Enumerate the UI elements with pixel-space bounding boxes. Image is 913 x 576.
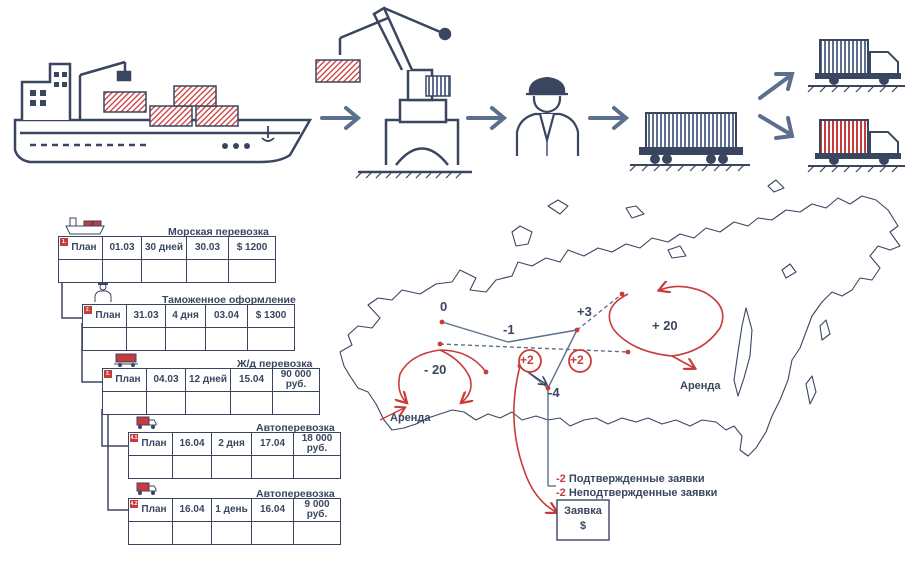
table-title: Таможенное оформление bbox=[162, 294, 296, 306]
port-crane-icon bbox=[338, 6, 472, 179]
node-label-minus20: - 20 bbox=[424, 362, 447, 377]
minus4-pointer bbox=[527, 371, 546, 384]
step-badge: 1. bbox=[60, 238, 68, 246]
legend-text: Неподтвержденные заявки bbox=[568, 487, 718, 499]
request-box-content: Заявка $ bbox=[557, 504, 609, 534]
rent-left-pointer bbox=[379, 408, 404, 421]
plan-table-customs: 2.План 31.03 4 дня 03.04 $ 1300 bbox=[82, 304, 295, 351]
table-cell: 12 дней bbox=[185, 368, 231, 392]
legend: -2 Подтвержденные заявки -2 Неподтвержде… bbox=[556, 472, 717, 500]
table-cell: План bbox=[141, 504, 167, 515]
legend-num: -2 bbox=[556, 473, 566, 485]
ship-containers-icon bbox=[103, 85, 239, 127]
table-title: Ж/д перевозка bbox=[237, 358, 313, 370]
route-network bbox=[439, 293, 629, 487]
table-cell: План bbox=[115, 374, 141, 385]
legend-item: -2 Неподтвержденные заявки bbox=[556, 486, 717, 500]
truck-red-icon bbox=[807, 119, 905, 173]
request-title: Заявка bbox=[564, 505, 602, 517]
table-title: Морская перевозка bbox=[168, 226, 269, 238]
node-label-plus3: +3 bbox=[577, 304, 592, 319]
table-cell: 04.03 bbox=[146, 368, 186, 392]
rent-loop-right bbox=[608, 286, 724, 368]
branch-arrow-icon bbox=[758, 72, 795, 140]
node-label-plus20: + 20 bbox=[652, 318, 678, 333]
russia-map-outline bbox=[339, 179, 901, 457]
cargo-ship-icon bbox=[13, 60, 313, 164]
request-box bbox=[556, 499, 610, 541]
node-label-0: 0 bbox=[440, 299, 448, 314]
step-badge: 4.2 bbox=[130, 500, 138, 508]
node-label-minus4: -4 bbox=[548, 385, 560, 400]
legend-num: -2 bbox=[556, 487, 566, 499]
ship-icon bbox=[65, 217, 105, 235]
table-cell: 4 дня bbox=[165, 304, 206, 328]
node-label-minus1: -1 bbox=[503, 322, 515, 337]
step-badge: 4.1 bbox=[130, 434, 138, 442]
table-cell: 16.04 bbox=[251, 498, 294, 522]
plan-table-sea: 1.План 01.03 30 дней 30.03 $ 1200 bbox=[58, 236, 276, 283]
step-badge: 2. bbox=[84, 306, 92, 314]
table-cell: 01.03 bbox=[102, 236, 142, 260]
rent-loop-left bbox=[399, 349, 487, 402]
rent-label-left: Аренда bbox=[390, 412, 431, 424]
crane-container-icon bbox=[315, 59, 361, 83]
table-cell: План bbox=[95, 310, 121, 321]
table-cell: 9 000 руб. bbox=[293, 498, 341, 522]
request-arrow bbox=[513, 365, 556, 512]
customs-officer-icon bbox=[515, 76, 580, 156]
table-cell: 16.04 bbox=[172, 432, 212, 456]
flow-arrow-icon bbox=[466, 106, 508, 130]
flow-arrow-icon bbox=[588, 106, 630, 130]
table-cell: 30 дней bbox=[141, 236, 187, 260]
table-cell: 16.04 bbox=[172, 498, 212, 522]
table-cell: 18 000 руб. bbox=[293, 432, 341, 456]
table-cell: 2 дня bbox=[211, 432, 252, 456]
flow-arrow-icon bbox=[320, 106, 362, 130]
railcar-icon bbox=[629, 112, 750, 172]
table-cell: $ 1300 bbox=[247, 304, 295, 328]
table-cell: 03.04 bbox=[205, 304, 248, 328]
railcar-icon bbox=[114, 353, 138, 367]
table-title: Автоперевозка bbox=[256, 422, 335, 434]
table-title: Автоперевозка bbox=[256, 488, 335, 500]
truck-icon bbox=[807, 39, 905, 93]
legend-item: -2 Подтвержденные заявки bbox=[556, 472, 717, 486]
step-badge: 3. bbox=[104, 370, 112, 378]
table-cell: $ 1200 bbox=[228, 236, 276, 260]
plus2-circle-right bbox=[568, 349, 592, 373]
plus2-label-left: +2 bbox=[520, 353, 534, 367]
truck-icon bbox=[136, 416, 157, 429]
rent-label-right: Аренда bbox=[680, 380, 721, 392]
truck-icon bbox=[136, 482, 157, 495]
table-cell: 30.03 bbox=[186, 236, 229, 260]
table-cell: 15.04 bbox=[230, 368, 273, 392]
plus2-circle-left bbox=[518, 349, 542, 373]
customs-officer-icon bbox=[94, 283, 112, 302]
legend-text: Подтвержденные заявки bbox=[568, 473, 705, 485]
table-cell: 1 день bbox=[211, 498, 252, 522]
table-cell: План bbox=[141, 438, 167, 449]
request-currency: $ bbox=[579, 520, 587, 532]
plan-table-rail: 3.План 04.03 12 дней 15.04 90 000 руб. bbox=[102, 368, 320, 415]
table-cell: 90 000 руб. bbox=[272, 368, 320, 392]
table-cell: План bbox=[71, 242, 97, 253]
table-cell: 31.03 bbox=[126, 304, 166, 328]
plus2-label-right: +2 bbox=[570, 353, 584, 367]
table-cell: 17.04 bbox=[251, 432, 294, 456]
